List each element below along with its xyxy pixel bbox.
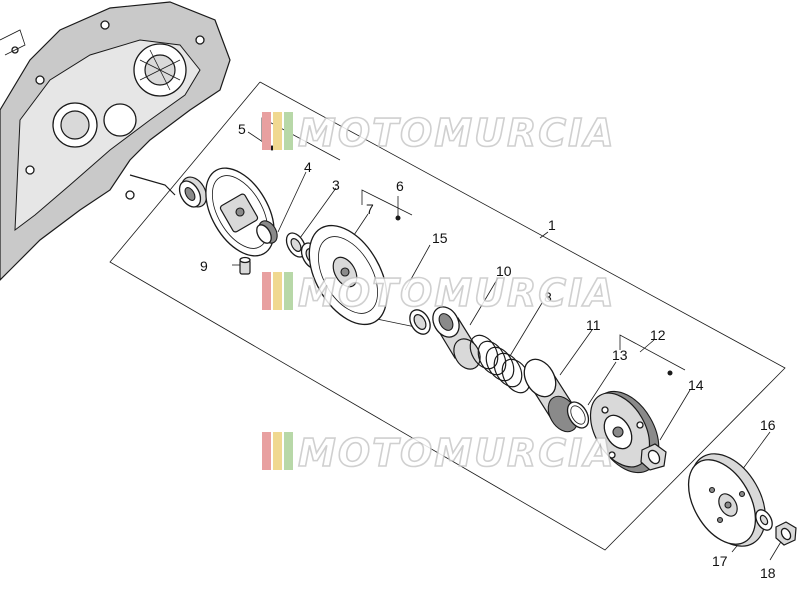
- part-bushing: [256, 220, 278, 244]
- part-fixed-pulley: [205, 167, 275, 257]
- callout-3: 3: [332, 177, 340, 193]
- callout-7: 7: [366, 201, 374, 217]
- part-screw: [239, 256, 251, 275]
- callout-13: 13: [612, 347, 628, 363]
- callout-1: 1: [548, 217, 556, 233]
- callout-15: 15: [432, 230, 448, 246]
- watermark-text: MOTOMURCIA: [298, 431, 616, 475]
- watermark-middle: MOTOMURCIA: [262, 270, 616, 316]
- part-sleeve: [432, 306, 481, 370]
- part-nut-18: [775, 521, 797, 546]
- watermark-stripe: [284, 112, 293, 150]
- watermark-stripe: [284, 432, 293, 470]
- part-washer-17: [755, 509, 773, 531]
- assembly-bracket-6: [361, 189, 413, 216]
- watermark-top: MOTOMURCIA: [262, 110, 616, 156]
- part-movable-pulley: [308, 224, 388, 326]
- watermark-stripe: [262, 112, 271, 150]
- watermark-stripe: [262, 272, 271, 310]
- callout-4: 4: [304, 159, 312, 175]
- callout-17: 17: [712, 553, 728, 569]
- callout-5: 5: [238, 121, 246, 137]
- assembly-bracket-1: [109, 81, 786, 551]
- watermark-text: MOTOMURCIA: [298, 271, 616, 315]
- engine-casing: [0, 1, 231, 281]
- callout-8: 8: [544, 289, 552, 305]
- watermark-bottom: MOTOMURCIA: [262, 430, 616, 476]
- callout-14: 14: [688, 377, 704, 393]
- watermark-stripe: [273, 432, 282, 470]
- watermark-stripe: [273, 112, 282, 150]
- assembly-bracket-12: [619, 334, 686, 371]
- part-ring-15: [409, 309, 431, 335]
- watermark-stripe: [262, 432, 271, 470]
- marker-dot: [395, 215, 401, 221]
- callout-16: 16: [760, 417, 776, 433]
- part-clutch-bell: [687, 453, 766, 547]
- callout-18: 18: [760, 565, 776, 581]
- marker-dot: [667, 370, 673, 376]
- watermark-stripe: [284, 272, 293, 310]
- callout-12: 12: [650, 327, 666, 343]
- callout-6: 6: [396, 178, 404, 194]
- part-bearing: [178, 176, 208, 208]
- part-circlip: [566, 401, 590, 429]
- callout-labels: 1 12 4 3 5 6 7 8 9 10 11 13 14 15 16 17 …: [200, 121, 776, 581]
- part-nut-14: [640, 443, 667, 471]
- callout-10: 10: [496, 263, 512, 279]
- watermark-stripe: [273, 272, 282, 310]
- callout-11: 11: [586, 317, 601, 333]
- callout-9: 9: [200, 258, 208, 274]
- watermark-text: MOTOMURCIA: [298, 111, 616, 155]
